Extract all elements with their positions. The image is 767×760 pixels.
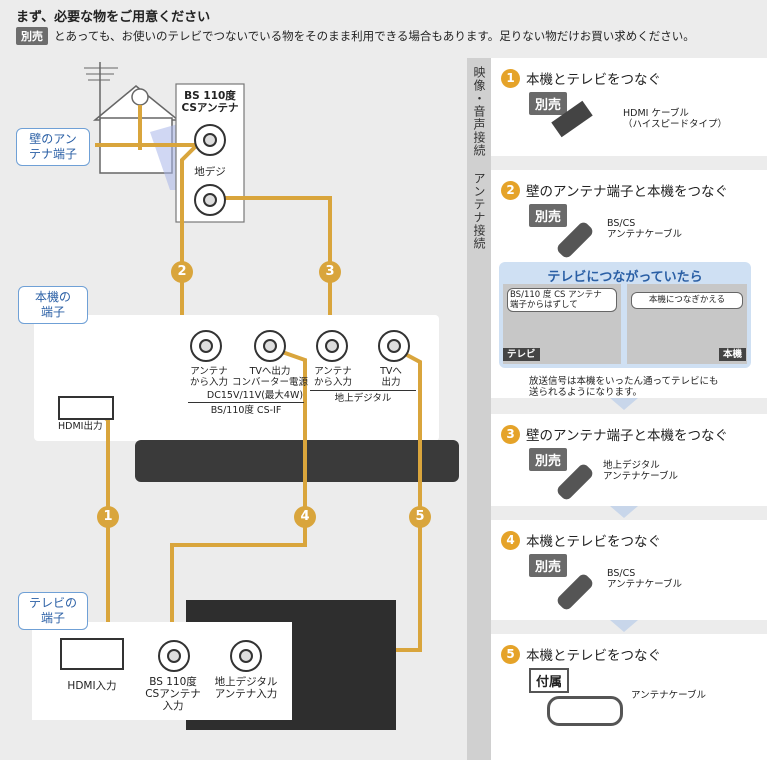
callout-note: 放送信号は本機をいったん通ってテレビにも送られるようになります。: [529, 376, 719, 398]
tv-terr-label: 地上デジタルアンテナ入力: [214, 676, 278, 700]
diagram-number-1: 1: [103, 509, 113, 524]
coiled-cable-icon: [547, 696, 623, 726]
sidebar-rail: [467, 58, 491, 760]
page-note-text: とあっても、お使いのテレビでつないでいる物をそのまま利用できる場合もあります。足…: [54, 29, 695, 43]
device-jack-bs-out: [254, 330, 286, 362]
callout-bubble-right: 本機につなぎかえる: [631, 292, 743, 309]
wall-terrestrial-jack: [194, 184, 226, 216]
device-jack-terr-in: [316, 330, 348, 362]
step-4-title: 本機とテレビをつなぐ: [526, 534, 661, 550]
callout-title: テレビにつながっていたら: [547, 270, 703, 285]
step-2-title: 壁のアンテナ端子と本機をつなぐ: [526, 184, 728, 200]
diagram-number-5: 5: [415, 509, 425, 524]
device-power-spec: DC15V/11V(最大4W): [206, 390, 304, 401]
step-2-tag: 別売: [529, 204, 568, 227]
device-hdmi-port: [58, 396, 114, 420]
diagram-number-2: 2: [177, 264, 187, 279]
tv-terminal-label: テレビの端子: [18, 592, 88, 630]
diagram-number-4: 4: [300, 509, 310, 524]
device-terminal-label: 本機の端子: [18, 286, 88, 324]
tv-terr-jack: [230, 640, 262, 672]
sold-separately-tag: 別売: [16, 27, 48, 45]
step-1-item: HDMI ケーブル（ハイスピードタイプ）: [623, 108, 728, 130]
device-jack1-label: アンテナから入力: [189, 366, 228, 388]
callout-bubble-left: BS/110 度 CS アンテナ端子からはずして: [507, 288, 617, 312]
step-3-item: 地上デジタルアンテナケーブル: [603, 460, 679, 482]
wall-bs-jack: [194, 124, 226, 156]
step-4-tag: 別売: [529, 554, 568, 577]
device-hdmi-label: HDMI出力: [58, 421, 103, 432]
step-5-panel: 5 本機とテレビをつなぐ 付属 アンテナケーブル: [491, 634, 767, 760]
device-jack3-label: アンテナから入力: [313, 366, 352, 388]
tv-hdmi-label: HDMI入力: [67, 680, 117, 692]
cable-3: [222, 196, 332, 340]
step-arrow: [610, 398, 638, 410]
step-5-number: 5: [501, 644, 520, 664]
step-3-number: 3: [501, 424, 520, 444]
step-2-number: 2: [501, 180, 520, 200]
step-1-panel: 1 本機とテレビをつなぐ 別売 HDMI ケーブル（ハイスピードタイプ）: [491, 58, 767, 156]
device-group-bs: BS/110度 CS-IF: [188, 402, 304, 416]
tv-hdmi-port: [60, 638, 124, 670]
device-body: [135, 440, 459, 482]
wall-terminal-label: 壁のアンテナ端子: [16, 128, 90, 166]
step-1-number: 1: [501, 68, 520, 88]
step-1-title: 本機とテレビをつなぐ: [526, 72, 661, 88]
device-jack2-label: TVへ出力コンバーター電源: [231, 366, 308, 388]
step-3-panel: 3 壁のアンテナ端子と本機をつなぐ 別売 地上デジタルアンテナケーブル: [491, 414, 767, 506]
section-av: 映像・音声接続: [472, 66, 486, 157]
cable-4: [170, 345, 307, 650]
step-5-item: アンテナケーブル: [631, 690, 707, 701]
step-3-title: 壁のアンテナ端子と本機をつなぐ: [526, 428, 728, 444]
page-heading: まず、必要な物をご用意ください: [16, 10, 211, 25]
device-jack-bs-in: [190, 330, 222, 362]
step-1-tag: 別売: [529, 92, 568, 115]
page-note: 別売 とあっても、お使いのテレビでつないでいる物をそのまま利用できる場合もありま…: [16, 27, 695, 45]
diagram-number-3: 3: [325, 264, 335, 279]
step-4-number: 4: [501, 530, 520, 550]
step-arrow: [610, 620, 638, 632]
device-group-terr: 地上デジタル: [310, 390, 416, 404]
terrestrial-label: 地デジ: [194, 166, 226, 178]
step-3-tag: 別売: [529, 448, 568, 471]
callout-corner-right: 本機: [719, 348, 747, 361]
device-jack-terr-out: [378, 330, 410, 362]
antenna-cable-icon: [555, 572, 595, 612]
step-arrow: [610, 506, 638, 518]
callout-corner-left: テレビ: [503, 348, 540, 361]
tv-bs-jack: [158, 640, 190, 672]
device-jack4-label: TVへ出力: [380, 366, 402, 388]
step-5-title: 本機とテレビをつなぐ: [526, 648, 661, 664]
callout-box: テレビにつながっていたら BS/110 度 CS アンテナ端子からはずして 本機…: [499, 262, 751, 368]
section-antenna: アンテナ接続: [472, 172, 486, 250]
step-5-tag: 付属: [529, 668, 570, 693]
